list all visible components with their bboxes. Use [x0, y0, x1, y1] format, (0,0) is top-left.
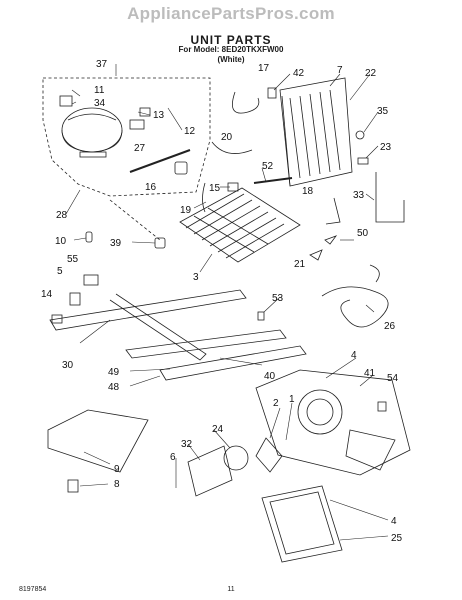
wire [369, 264, 380, 283]
callout-label: 37 [96, 59, 108, 70]
bracket-18 [325, 197, 341, 225]
callout-label: 32 [181, 439, 193, 450]
callout-label: 12 [184, 126, 196, 137]
part-10 [85, 231, 93, 243]
callout-label: 3 [193, 272, 199, 283]
callout-label: 19 [180, 205, 192, 216]
callout-label: 17 [258, 63, 270, 74]
condenser [279, 77, 353, 187]
color-label: (White) [217, 55, 245, 64]
callout-label: 20 [221, 132, 233, 143]
fan-blade [255, 437, 283, 473]
part-55 [83, 274, 99, 286]
screw-53 [257, 311, 265, 321]
callout-label: 54 [387, 373, 399, 384]
callout-label: 18 [302, 186, 314, 197]
callout-label: 24 [212, 424, 224, 435]
callout-label: 6 [170, 452, 176, 463]
callout-label: 11 [94, 85, 105, 96]
callout-label: 50 [357, 228, 369, 239]
model-number: For Model: 8ED20TKXFW00 [178, 45, 284, 54]
clip-50 [324, 235, 338, 245]
callout-label: 22 [365, 68, 377, 79]
callout-label: 42 [293, 68, 305, 79]
callout-label: 4 [351, 350, 357, 361]
rod-52 [253, 177, 293, 184]
callout-label: 13 [153, 110, 165, 121]
evaporator-coil [179, 187, 301, 263]
callout-label: 5 [57, 266, 63, 277]
callout-label: 27 [134, 143, 146, 154]
callout-label: 4 [391, 516, 397, 527]
callout-labels: 37 17 42 7 22 11 34 13 12 35 20 27 23 52… [41, 59, 403, 544]
screw-54 [377, 401, 387, 412]
callout-label: 14 [41, 289, 53, 300]
callout-label: 39 [110, 238, 122, 249]
callout-label: 2 [273, 398, 279, 409]
callout-label: 15 [209, 183, 221, 194]
callout-label: 21 [294, 259, 306, 270]
callout-label: 26 [384, 321, 396, 332]
compressor [61, 107, 123, 158]
harness [321, 286, 389, 328]
start-device [129, 149, 191, 173]
cover [174, 161, 188, 175]
callout-label: 35 [377, 106, 389, 117]
bracket-42 [267, 87, 277, 99]
grommet-39 [154, 237, 166, 249]
callout-label: 40 [264, 371, 276, 382]
callout-label: 53 [272, 293, 284, 304]
relay-clip [139, 107, 151, 117]
drain-pan [261, 485, 343, 563]
callout-label: 52 [262, 161, 274, 172]
callout-label: 28 [56, 210, 68, 221]
part-23 [357, 157, 369, 165]
document-number: 8197854 [19, 586, 47, 593]
part-14 [51, 314, 63, 324]
callout-label: 16 [145, 182, 157, 193]
cord [211, 141, 253, 154]
tube-33 [375, 172, 405, 223]
callout-label: 7 [337, 65, 343, 76]
callout-label: 41 [364, 368, 376, 379]
leader-compressor [109, 199, 161, 241]
tube-19 [202, 182, 206, 213]
frame-rails [49, 289, 307, 381]
callout-label: 25 [391, 533, 403, 544]
callout-label: 30 [62, 360, 74, 371]
callout-label: 34 [94, 98, 106, 109]
page-number: 11 [227, 586, 235, 593]
callout-label: 8 [114, 479, 120, 490]
tube-17 [232, 91, 260, 114]
fan-motor [223, 445, 249, 471]
overload [129, 119, 145, 130]
callout-label: 9 [114, 464, 120, 475]
callout-label: 48 [108, 382, 120, 393]
fan-shroud [255, 369, 411, 476]
thermistor [355, 130, 365, 140]
compressor-boundary [42, 77, 211, 197]
motor-bracket [187, 445, 233, 497]
diagram-title: UNIT PARTS [190, 33, 272, 47]
part-5 [69, 292, 81, 306]
cover-plate [47, 409, 149, 473]
foot-8 [67, 479, 79, 493]
watermark: AppliancePartsPros.com [127, 4, 335, 23]
callout-label: 23 [380, 142, 392, 153]
clip-21 [309, 249, 323, 261]
relay [59, 95, 73, 107]
callout-label: 10 [55, 236, 67, 247]
callout-label: 33 [353, 190, 365, 201]
callout-label: 1 [289, 394, 295, 405]
callout-label: 49 [108, 367, 120, 378]
callout-label: 55 [67, 254, 79, 265]
